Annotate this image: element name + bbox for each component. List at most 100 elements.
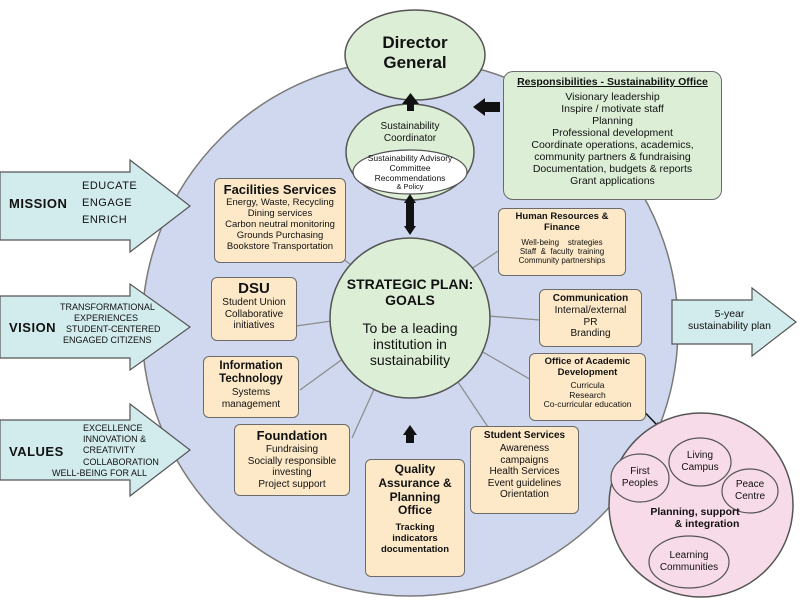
responsibilities-title: Responsibilities - Sustainability Office [517, 76, 708, 88]
vision-arrow [0, 282, 192, 372]
values-item: COLLABORATION [83, 457, 159, 467]
facilities-line: Bookstore Transportation [226, 240, 334, 252]
quality-title-line: Quality [394, 462, 436, 476]
learning-communities-line: Learning [669, 550, 709, 561]
first-peoples-line: Peoples [621, 477, 659, 489]
academic-line: Co-curricular education [543, 399, 632, 410]
facilities-line: Energy, Waste, Recycling [226, 197, 334, 208]
responsibility-item: Coordinate operations, academics, [531, 139, 694, 152]
responsibility-item: Documentation, budgets & reports [532, 163, 693, 176]
mission-item: EDUCATE [82, 180, 138, 192]
responsibility-item: community partners & fundraising [534, 151, 691, 164]
hr-line: Community partnerships [518, 256, 606, 266]
mission-item: ENGAGE [82, 197, 133, 209]
student-services-line: Event guidelines [487, 477, 562, 489]
student-services-line: campaigns [500, 454, 549, 466]
values-arrow [0, 402, 191, 498]
mission-items: EDUCATE ENGAGE ENRICH [82, 178, 137, 229]
student-services-line: Awareness [499, 443, 550, 454]
it-title-line2: Technology [219, 373, 283, 386]
mission-item: ENRICH [82, 214, 128, 226]
peace-centre-label: Peace Centre [722, 479, 778, 502]
academic-line: Curricula [570, 379, 605, 390]
coordinator-title-line2: Coordinator [383, 132, 437, 144]
information-technology-box: Information Technology Systems managemen… [203, 356, 299, 418]
hr-title-line2: Finance [544, 221, 580, 233]
dsu-box: DSU Student Union Collaborative initiati… [211, 277, 297, 341]
goal-line: institution in [373, 336, 447, 353]
five-year-line2: sustainability plan [688, 320, 771, 333]
it-title-line1: Information [219, 360, 283, 372]
dsu-line: Collaborative [224, 308, 284, 320]
planning-support-line1: Planning, support [650, 506, 740, 518]
goal-line: sustainability [369, 352, 451, 369]
student-services-title: Student Services [483, 430, 566, 441]
student-services-box: Student Services Awareness campaigns Hea… [470, 426, 579, 514]
values-items: EXCELLENCE INNOVATION & CREATIVITY COLLA… [52, 423, 182, 479]
planning-support-line2: & integration [674, 518, 740, 531]
academic-line: Research [569, 389, 606, 400]
committee-line: Recommendations [374, 172, 446, 183]
values-item: INNOVATION & [83, 434, 147, 444]
quality-line: indicators [392, 533, 438, 545]
dsu-title: DSU [238, 280, 270, 297]
director-general-title: Director General [355, 33, 475, 72]
planning-support-label: Planning, support & integration [620, 506, 770, 530]
committee-line: Sustainability Advisory [367, 153, 453, 163]
five-year-arrow [671, 286, 797, 358]
peace-centre-line: Peace [735, 479, 765, 490]
communication-line: Branding [570, 328, 611, 339]
student-services-line: Health Services [489, 466, 560, 477]
values-item: WELL-BEING FOR ALL [52, 468, 148, 478]
dsu-line: Student Union [222, 297, 286, 308]
responsibility-item: Planning [592, 115, 633, 128]
student-services-line: Orientation [500, 489, 549, 500]
hr-finance-box: Human Resources & Finance Well-being str… [498, 208, 626, 276]
foundation-line: investing [272, 467, 312, 478]
foundation-title: Foundation [256, 428, 328, 443]
it-line: management [221, 398, 281, 410]
foundation-line: Fundraising [265, 444, 319, 455]
facilities-title: Facilities Services [223, 182, 337, 197]
academic-title-line1: Office of Academic [544, 356, 631, 367]
five-year-label: 5-year sustainability plan [672, 308, 787, 332]
foundation-line: Socially responsible [247, 455, 337, 467]
responsibility-item: Inspire / motivate staff [561, 103, 664, 116]
academic-title-line2: Development [557, 366, 618, 378]
committee-line: Committee [389, 162, 431, 173]
responsibilities-list: Visionary leadership Inspire / motivate … [504, 91, 721, 188]
values-item: CREATIVITY [83, 445, 136, 455]
quality-assurance-box: Quality Assurance & Planning Office Trac… [365, 459, 465, 577]
communication-line: Internal/external [554, 305, 627, 316]
first-peoples-line: First [630, 466, 650, 477]
academic-development-box: Office of Academic Development Curricula… [529, 353, 646, 421]
peace-centre-ellipse [721, 468, 779, 514]
first-peoples-label: First Peoples [611, 466, 669, 489]
committee-text: Sustainability Advisory Committee Recomm… [360, 153, 460, 192]
learning-communities-line: Communities [659, 561, 719, 573]
peace-centre-line: Centre [734, 490, 765, 502]
values-item: EXCELLENCE [83, 423, 143, 433]
vision-item: EXPERIENCES [74, 313, 139, 323]
coordinator-title: Sustainability Coordinator [360, 121, 460, 144]
strategic-plan-goal: To be a leading institution in sustainab… [335, 320, 485, 368]
vision-item: ENGAGED CITIZENS [63, 335, 152, 345]
foundation-line: Project support [258, 478, 326, 490]
living-campus-line: Campus [681, 461, 719, 473]
communication-title: Communication [552, 293, 629, 304]
responsibility-item: Grant applications [570, 175, 655, 188]
hr-title-line1: Human Resources & [515, 211, 609, 222]
dsu-line: initiatives [233, 320, 275, 331]
hr-line: Staff & faculty training [519, 247, 605, 257]
coordinator-title-line1: Sustainability [380, 121, 440, 132]
facilities-line: Dining services [247, 207, 313, 219]
quality-line: Tracking [395, 522, 435, 534]
values-label: VALUES [9, 444, 64, 459]
strategic-plan-title-line2: GOALS [385, 292, 435, 309]
communication-line: PR [583, 316, 598, 328]
five-year-line1: 5-year [714, 308, 745, 320]
facilities-line: Grounds Purchasing [236, 229, 324, 241]
strategic-plan-title: STRATEGIC PLAN: GOALS [335, 276, 485, 308]
hr-line: Well-being strategies [521, 237, 603, 247]
foundation-box: Foundation Fundraising Socially responsi… [234, 424, 350, 496]
